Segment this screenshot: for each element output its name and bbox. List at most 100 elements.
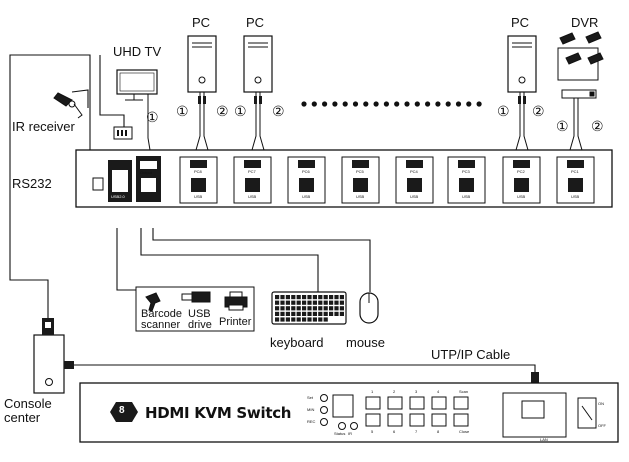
- usb-port-pc3[interactable]: [459, 178, 474, 192]
- port-pc1: [556, 156, 595, 204]
- dvr-cable-2: [577, 98, 583, 151]
- lan-port[interactable]: [521, 400, 545, 419]
- utp-plug-left: [64, 361, 74, 369]
- console-btn-rec[interactable]: [320, 418, 328, 426]
- output-label: Output: [140, 170, 153, 175]
- port-usb-tag-pc7: USB: [248, 194, 257, 199]
- lan-label: LAN: [540, 437, 548, 442]
- usb-port-pc8[interactable]: [191, 178, 206, 192]
- console-key-label-6: 6: [393, 429, 396, 434]
- usb-hub-port-a[interactable]: [112, 170, 128, 192]
- console-center-label: Console center: [4, 396, 52, 425]
- usb-port-pc1[interactable]: [568, 178, 583, 192]
- port-label-pc6: PC6: [302, 169, 310, 174]
- hdmi-port-pc2[interactable]: [513, 160, 530, 168]
- console-key-label-3: 3: [415, 389, 418, 394]
- usb-hub-label: USB2.0: [111, 194, 125, 199]
- cable-mark-1: ①: [146, 109, 159, 125]
- console-key-close[interactable]: [453, 413, 469, 427]
- product-name: HDMI KVM Switch: [145, 404, 292, 422]
- utp-cable: [72, 364, 536, 378]
- cable-mark-2: ①: [176, 103, 189, 119]
- console-btn-min[interactable]: [320, 406, 328, 414]
- pc-port-group: [179, 156, 595, 204]
- pc7-device-label: PC: [246, 15, 265, 30]
- hdmi-port-pc3[interactable]: [458, 160, 475, 168]
- switch-off-label: OFF: [598, 423, 606, 428]
- port-usb-tag-pc3: USB: [462, 194, 471, 199]
- uhd-tv-icon: [116, 69, 158, 101]
- indicator-label-status: Status: [334, 431, 346, 436]
- hdmi-port-pc6[interactable]: [298, 160, 315, 168]
- console-key-8[interactable]: [431, 413, 447, 427]
- console-key-label-5: 5: [371, 429, 374, 434]
- ir-receiver-label: IR receiver: [12, 119, 75, 134]
- console-key-4[interactable]: [431, 396, 447, 410]
- usb-cable-hub: [116, 228, 136, 291]
- usb-cable-mouse: [152, 228, 371, 292]
- console-button-group: [320, 394, 469, 430]
- port-usb-tag-pc5: USB: [356, 194, 365, 199]
- usb-port-pc7[interactable]: [245, 178, 260, 192]
- cable-mark-7: ②: [532, 103, 545, 119]
- port-pc8: [179, 156, 218, 204]
- logo-glyph: 8: [119, 405, 125, 416]
- port-usb-tag-pc2: USB: [517, 194, 526, 199]
- usb-port-pc4[interactable]: [407, 178, 422, 192]
- cable-mark-9: ②: [591, 118, 604, 134]
- hdmi-port-pc5[interactable]: [352, 160, 369, 168]
- console-key-scan[interactable]: [453, 396, 469, 410]
- pc-cable-group: [187, 35, 583, 151]
- uhd-tv-label: UHD TV: [113, 44, 162, 59]
- console-btn-label-rec: REC: [307, 419, 316, 424]
- hdmi-port-pc7[interactable]: [244, 160, 261, 168]
- port-pc7: [233, 156, 272, 204]
- port-label-pc2: PC2: [517, 169, 525, 174]
- port-pc3: [447, 156, 486, 204]
- console-key-5[interactable]: [365, 413, 381, 427]
- pc2-device-label: PC: [511, 15, 530, 30]
- port-usb-tag-pc6: USB: [302, 194, 311, 199]
- utp-plug-right: [531, 372, 539, 384]
- mouse-label: mouse: [346, 335, 386, 350]
- port-usb-tag-pc1: USB: [571, 194, 580, 199]
- pc8-tower-icon: [187, 35, 217, 151]
- hdmi-port-pc1[interactable]: [567, 160, 584, 168]
- console-key-7[interactable]: [409, 413, 425, 427]
- console-key-label-4: 4: [437, 389, 440, 394]
- hdmi-port-pc4[interactable]: [406, 160, 423, 168]
- console-key-6[interactable]: [387, 413, 403, 427]
- switch-on-label: ON: [598, 401, 604, 406]
- output-hdmi-port[interactable]: [140, 161, 157, 169]
- cable-mark-3: ②: [216, 103, 229, 119]
- console-btn-set[interactable]: [320, 394, 328, 402]
- usb-drive-label: USB drive: [188, 308, 212, 331]
- usb-port-pc5[interactable]: [353, 178, 368, 192]
- console-key-2[interactable]: [387, 396, 403, 410]
- indicator-status: [338, 422, 346, 430]
- cable-mark-6: ①: [497, 103, 510, 119]
- pc8-device-label: PC: [192, 15, 211, 30]
- output-usb-port[interactable]: [141, 178, 156, 192]
- utp-cable-label: UTP/IP Cable: [431, 347, 511, 362]
- usb-port-pc6[interactable]: [299, 178, 314, 192]
- console-key-3[interactable]: [409, 396, 425, 410]
- console-display: [332, 394, 354, 418]
- ellipsis-dots: [301, 101, 482, 107]
- printer-label: Printer: [219, 316, 252, 328]
- port-label-pc1: PC1: [571, 169, 579, 174]
- dvr-cable-1: [569, 98, 575, 151]
- console-key-label-2: 2: [393, 389, 396, 394]
- port-usb-tag-pc4: USB: [410, 194, 419, 199]
- power-switch[interactable]: [92, 177, 104, 191]
- hdmi-port-pc8[interactable]: [190, 160, 207, 168]
- cable-mark-8: ①: [556, 118, 569, 134]
- port-pc6: [287, 156, 326, 204]
- ir-connector-icon: [113, 126, 133, 140]
- mouse-icon: [359, 292, 379, 324]
- indicator-ir: [350, 422, 358, 430]
- usb-port-pc2[interactable]: [514, 178, 529, 192]
- port-pc5: [341, 156, 380, 204]
- console-key-1[interactable]: [365, 396, 381, 410]
- dvr-label: DVR: [571, 15, 599, 30]
